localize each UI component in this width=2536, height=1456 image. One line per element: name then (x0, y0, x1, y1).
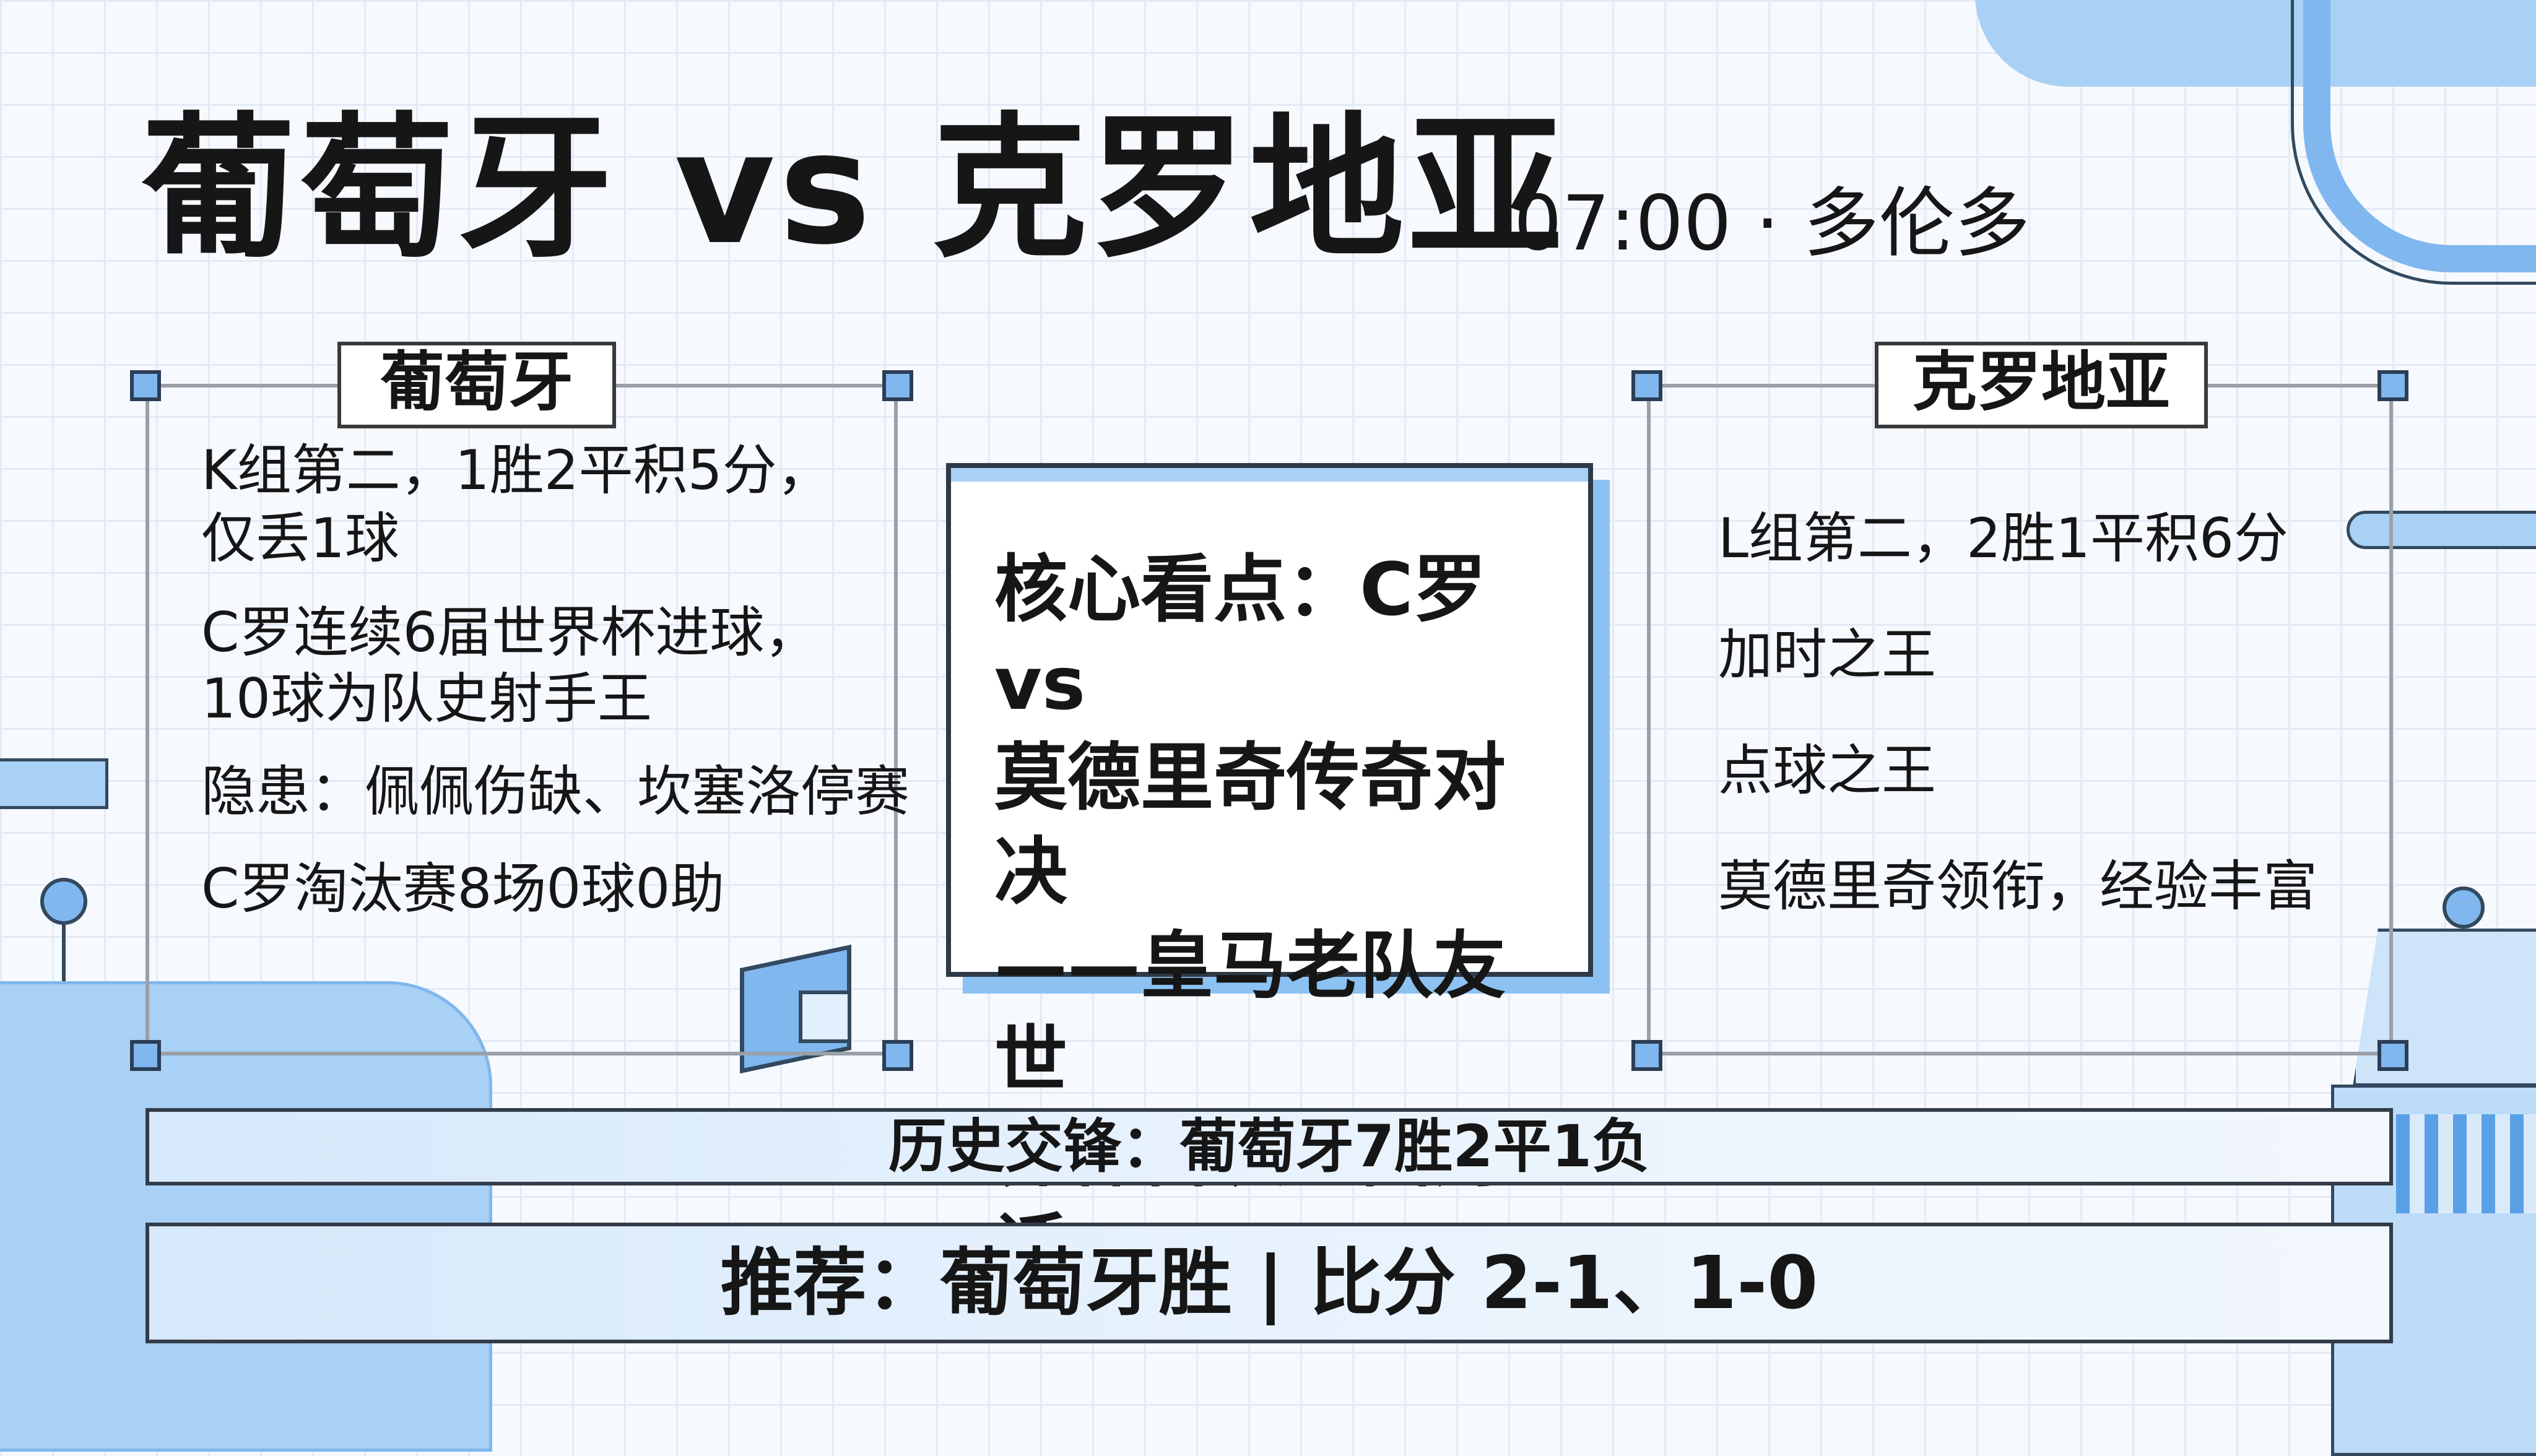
right-item-3: 点球之王 (1718, 739, 1937, 802)
right-item-4: 莫德里奇领衔，经验丰富 (1718, 854, 2318, 918)
right-item-1: L组第二，2胜1平积6分 (1718, 506, 2288, 570)
deco-right-pill (2347, 511, 2536, 549)
panel-corner-marker (882, 370, 913, 401)
highlight-line: 核心看点：C罗 vs (994, 547, 1487, 726)
left-team-label: 葡萄牙 (337, 342, 616, 428)
recommendation-bar: 推荐：葡萄牙胜 | 比分 2-1、1-0 (145, 1223, 2393, 1343)
deco-left-pin-stem (62, 922, 66, 990)
left-item-4: 10球为队史射手王 (201, 667, 652, 730)
left-item-5: 隐患：佩佩伤缺、坎塞洛停赛 (201, 760, 910, 823)
page-title: 葡萄牙 vs 克罗地亚 (141, 98, 1566, 279)
deco-right-pin-circle (2443, 886, 2485, 929)
left-item-2: 仅丢1球 (201, 506, 399, 570)
panel-corner-marker (130, 370, 161, 401)
deco-cube-icon-face (799, 990, 851, 1043)
head-to-head-bar: 历史交锋：葡萄牙7胜2平1负 (145, 1108, 2393, 1185)
right-item-2: 加时之王 (1718, 623, 1937, 687)
highlight-line: 莫德里奇传奇对决 (994, 735, 1506, 914)
panel-corner-marker (1631, 1040, 1662, 1071)
deco-top-right-pipe-outline (2291, 0, 2536, 285)
panel-corner-marker (1631, 370, 1662, 401)
match-time-location: 07:00 · 多伦多 (1514, 180, 2030, 267)
panel-corner-marker (2378, 370, 2408, 401)
left-item-1: K组第二，1胜2平积5分， (201, 438, 832, 502)
highlight-line: ——皇马老队友世 (994, 923, 1506, 1103)
right-team-panel (1647, 384, 2393, 1055)
deco-right-building-columns (2396, 1114, 2536, 1213)
deco-bottom-left-block (0, 981, 492, 1452)
panel-corner-marker (882, 1040, 913, 1071)
deco-left-rect (0, 758, 108, 809)
left-item-6: C罗淘汰赛8场0球0助 (201, 857, 725, 921)
panel-corner-marker (2378, 1040, 2408, 1071)
deco-left-pin-circle (40, 878, 87, 925)
panel-corner-marker (130, 1040, 161, 1071)
left-item-3: C罗连续6届世界杯进球， (201, 600, 819, 664)
right-team-label: 克罗地亚 (1875, 342, 2208, 428)
highlight-card-band (951, 468, 1588, 482)
highlight-card: 核心看点：C罗 vs 莫德里奇传奇对决 ——皇马老队友世 界杯首次正面对话 (946, 463, 1593, 1291)
